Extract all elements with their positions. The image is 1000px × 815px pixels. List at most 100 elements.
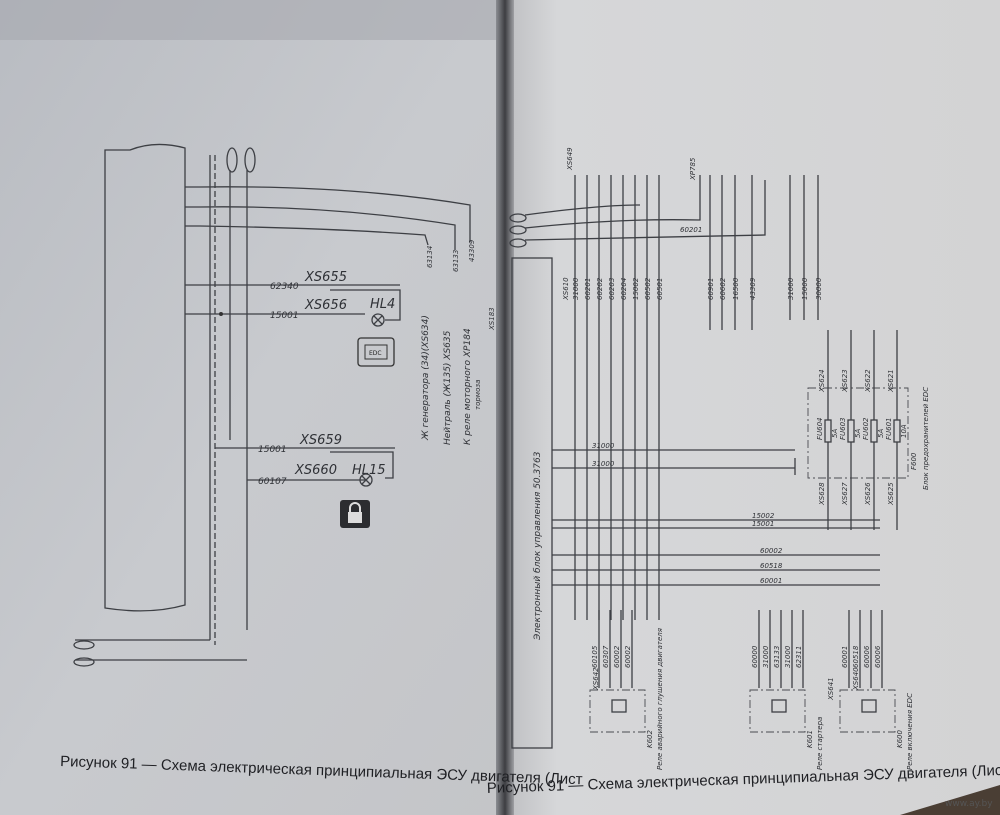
connector-xs655: XS655 bbox=[304, 270, 347, 285]
label-generator: Ж генератора (34)(XS634) bbox=[421, 315, 431, 441]
relay-coil-icon bbox=[861, 699, 877, 713]
wire-number: 63133 bbox=[773, 646, 781, 668]
book-spine bbox=[496, 0, 514, 815]
connector-tag bbox=[73, 640, 95, 650]
wire-number: 30000 bbox=[815, 277, 823, 300]
fuse-id: FU604 bbox=[816, 417, 824, 440]
lock-icon bbox=[340, 500, 370, 528]
connector-tag bbox=[509, 213, 527, 223]
connector-id: XS624 bbox=[818, 369, 826, 393]
wire-number: 31000 bbox=[572, 277, 580, 300]
connector-xs641: XS641 bbox=[827, 677, 835, 701]
connector-tag bbox=[509, 225, 527, 235]
right-page bbox=[508, 0, 1000, 815]
label-neutral: Нейтраль (Ж135) XS635 bbox=[443, 330, 453, 445]
ecu-block-outline bbox=[104, 143, 186, 612]
fuse-id: FU601 bbox=[885, 417, 893, 440]
relay-name: Реле аварийного глушения двигателя bbox=[656, 628, 664, 770]
connector-xs649: XS649 bbox=[566, 147, 574, 171]
fuse-block-outline bbox=[807, 387, 909, 479]
ecu-label: Электронный блок управления 50.3763 bbox=[533, 451, 543, 641]
lamp-icon bbox=[371, 313, 385, 327]
wire-number: 60502 bbox=[644, 277, 652, 300]
watermark: www.ay.by bbox=[945, 799, 993, 809]
relay-id: K602 bbox=[646, 730, 654, 748]
wire-number: 60518 bbox=[852, 645, 860, 668]
relay-outline bbox=[749, 689, 806, 733]
relay-outline bbox=[839, 689, 896, 733]
connector-id: XS622 bbox=[864, 369, 872, 393]
fuse-block-id: F600 bbox=[910, 452, 918, 470]
connector-xs640: XS640 bbox=[852, 667, 860, 691]
wire-number: 60001 bbox=[760, 577, 782, 585]
connector-xs642: XS642 bbox=[592, 667, 600, 691]
label-engine-brake-relay: К реле моторного XP184 bbox=[463, 328, 473, 445]
wire-number: 60501 bbox=[656, 278, 664, 300]
relay-coil-icon bbox=[771, 699, 787, 713]
wire-number: 15000 bbox=[801, 277, 809, 300]
wire-number: 60006 bbox=[863, 645, 871, 668]
wire-number: 60602 bbox=[719, 277, 727, 300]
fuse-rating: 5A bbox=[877, 429, 885, 438]
wire-number: 31000 bbox=[592, 442, 615, 450]
connector-id: XS627 bbox=[841, 482, 849, 506]
lamp-hl15: HL15 bbox=[352, 463, 386, 478]
connector-xp785: XP785 bbox=[689, 157, 697, 181]
label-brake: тормоза bbox=[474, 380, 482, 410]
wire-number: 60001 bbox=[841, 646, 849, 668]
wire-number: 63133 bbox=[452, 250, 460, 272]
connector-xs610: XS610 bbox=[562, 277, 570, 301]
fuse-rating: 10A bbox=[900, 424, 908, 438]
ecu-block-outline bbox=[511, 257, 553, 749]
left-page bbox=[0, 0, 506, 815]
lamp-hl4: HL4 bbox=[370, 297, 395, 312]
connector-id: XS626 bbox=[864, 482, 872, 506]
wire-number: 60002 bbox=[760, 547, 783, 555]
connector-tag bbox=[509, 238, 527, 248]
wire-number: 31000 bbox=[762, 645, 770, 668]
wire-number: 15001 bbox=[270, 311, 299, 321]
wire-number: 16500 bbox=[732, 277, 740, 300]
wire-number: 60203 bbox=[608, 278, 616, 300]
wire-number: 15001 bbox=[752, 520, 774, 528]
wire-number: 60006 bbox=[874, 645, 882, 668]
background-corner bbox=[900, 785, 1000, 815]
relay-coil-icon bbox=[611, 699, 627, 713]
wire-number: 60107 bbox=[258, 477, 287, 487]
wire-number: 60002 bbox=[613, 645, 621, 668]
wire-number: 43309 bbox=[468, 239, 476, 262]
relay-id: K601 bbox=[806, 730, 814, 748]
wire-number: 60201 bbox=[680, 226, 702, 234]
edc-engine-icon: EDC bbox=[357, 337, 395, 367]
svg-text:EDC: EDC bbox=[369, 350, 382, 357]
relay-id: K600 bbox=[896, 730, 904, 748]
wire-number: 31000 bbox=[787, 277, 795, 300]
connector-tag bbox=[73, 657, 95, 667]
wire-number: 60201 bbox=[584, 278, 592, 300]
fuse-rating: 5A bbox=[854, 429, 862, 438]
connector-id: XS623 bbox=[841, 369, 849, 393]
wire-number: 63134 bbox=[426, 246, 434, 268]
connector-tag bbox=[226, 147, 238, 173]
connector-tag bbox=[244, 147, 256, 173]
wire-number: 60307 bbox=[602, 645, 610, 668]
lamp-icon bbox=[359, 473, 373, 487]
wire-number: 60002 bbox=[624, 645, 632, 668]
label-xs183: XS183 bbox=[488, 307, 496, 331]
fuse-id: FU603 bbox=[839, 417, 847, 440]
wire-number: 31000 bbox=[784, 645, 792, 668]
wire-number: 60202 bbox=[596, 277, 604, 300]
fuse-id: FU602 bbox=[862, 417, 870, 440]
wire-number: 43309 bbox=[749, 277, 757, 300]
connector-xs659: XS659 bbox=[299, 433, 342, 448]
wire-number: 31000 bbox=[592, 460, 615, 468]
top-shadow bbox=[0, 0, 506, 40]
relay-outline bbox=[589, 689, 646, 733]
wire-number: 60901 bbox=[707, 278, 715, 300]
fuse-rating: 5A bbox=[831, 429, 839, 438]
